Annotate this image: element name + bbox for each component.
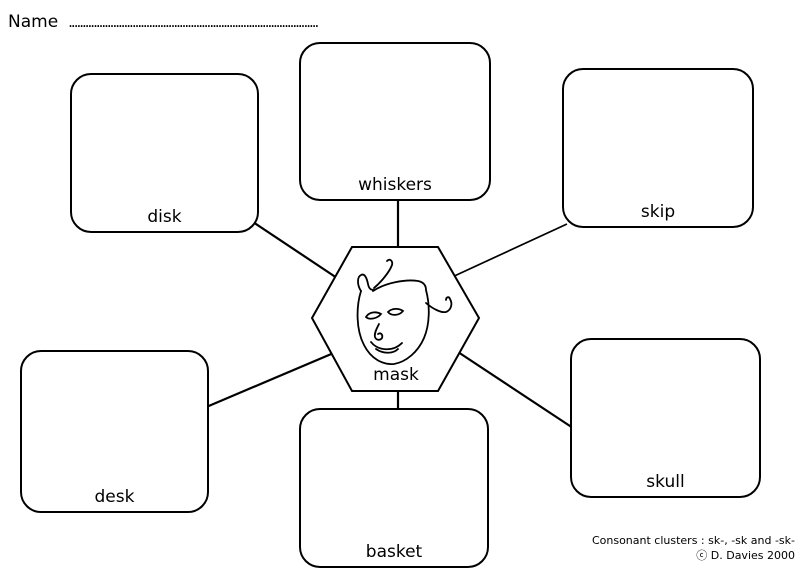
word-label-basket: basket [365,542,423,562]
word-box-desk: desk [20,350,209,513]
center-hexagon [310,246,481,392]
theater-mask-icon [356,258,453,365]
word-label-disk: disk [147,207,182,227]
word-label-skip: skip [640,202,676,222]
name-write-line: ........................................… [68,13,318,31]
connector-lines [203,195,574,429]
word-box-skull: skull [570,338,761,498]
word-box-skip: skip [562,68,754,228]
word-box-whiskers: whiskers [299,42,491,201]
word-box-disk: disk [70,73,259,233]
name-label: Name [8,12,59,32]
connector-line-skull [454,349,574,429]
word-label-whiskers: whiskers [358,175,432,195]
copyright-line: ⓒ D. Davies 2000 [696,549,795,562]
worksheet-topic: Consonant clusters : sk-, -sk and -sk- [591,534,795,547]
connector-line-desk [203,350,337,410]
word-box-basket: basket [299,408,489,568]
center-word-label: mask [373,365,419,385]
name-header: Name ...................................… [8,12,318,32]
word-label-desk: desk [94,487,135,507]
worksheet-credit: Consonant clusters : sk-, -sk and -sk- ⓒ… [592,533,795,563]
word-label-skull: skull [646,472,685,492]
connector-line-disk [249,219,341,281]
connector-line-skip [449,223,568,279]
